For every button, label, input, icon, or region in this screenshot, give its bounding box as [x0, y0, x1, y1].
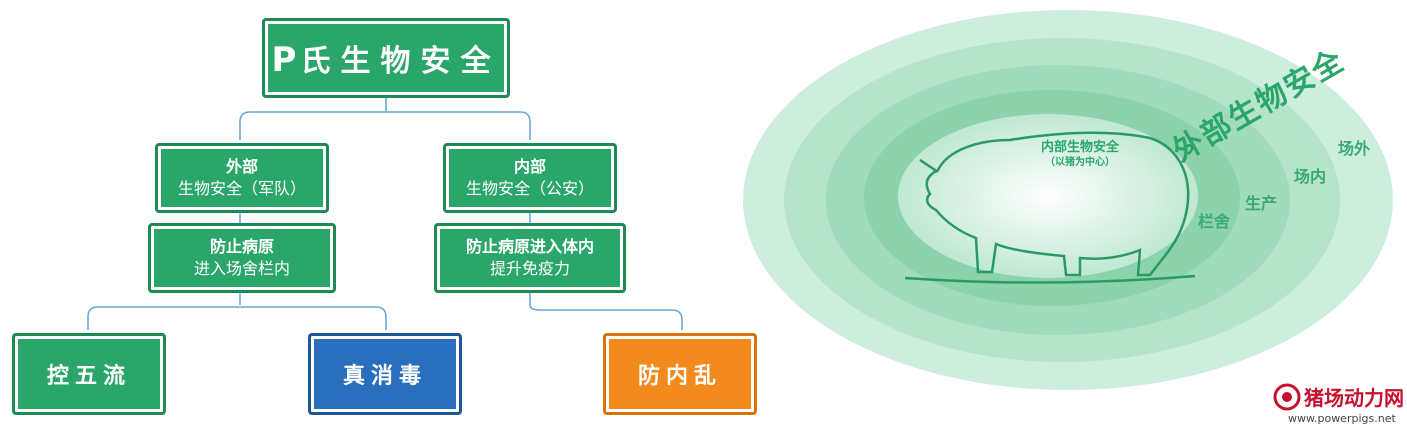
external-goal-line1: 防止病原 [209, 237, 274, 256]
leaf-a-label: 控五流 [46, 364, 131, 389]
ring-label-farm-outside: 场外 [1338, 139, 1371, 158]
external-goal-box: 防止病原 进入场舍栏内 [148, 223, 336, 293]
internal-label: 内部 [513, 157, 546, 176]
external-label: 外部 [225, 157, 258, 176]
external-goal-line2: 进入场舍栏内 [193, 259, 290, 278]
ring-label-production: 生产 [1245, 194, 1278, 213]
leaf-true-disinfection: 真消毒 [308, 333, 462, 415]
ring-label-pen: 栏舍 [1198, 212, 1231, 231]
leaf-prevent-internal: 防内乱 [603, 333, 757, 415]
watermark-name: 猪场动力网 [1304, 386, 1404, 410]
root-title: 氏生物安全 [300, 44, 501, 79]
internal-goal-box: 防止病原进入体内 提升免疫力 [434, 223, 626, 293]
internal-box: 内部 生物安全（公安） [443, 143, 617, 213]
ring-label-farm-inside: 场内 [1294, 167, 1327, 186]
watermark-url: www.powerpigs.net [1288, 412, 1396, 425]
leaf-control-five-flows: 控五流 [12, 333, 166, 415]
internal-desc: 生物安全（公安） [465, 179, 594, 198]
watermark: 猪场动力网 www.powerpigs.net [1268, 378, 1407, 432]
center-title: 内部生物安全 [1040, 140, 1119, 155]
watermark-logo-icon [1273, 383, 1301, 411]
leaf-b-label: 真消毒 [342, 364, 427, 389]
root-box: P氏生物安全 [262, 18, 510, 98]
outer-title: 外部生物安全 [1167, 42, 1351, 170]
logo-p: P [271, 40, 299, 80]
leaf-c-label: 防内乱 [637, 364, 722, 389]
external-box: 外部 生物安全（军队） [155, 143, 329, 213]
internal-goal-line1: 防止病原进入体内 [465, 237, 594, 256]
center-subtitle: （以猪为中心） [1045, 157, 1115, 168]
connector-lines [87, 98, 683, 330]
external-desc: 生物安全（军队） [177, 179, 306, 198]
internal-goal-line2: 提升免疫力 [489, 259, 570, 278]
